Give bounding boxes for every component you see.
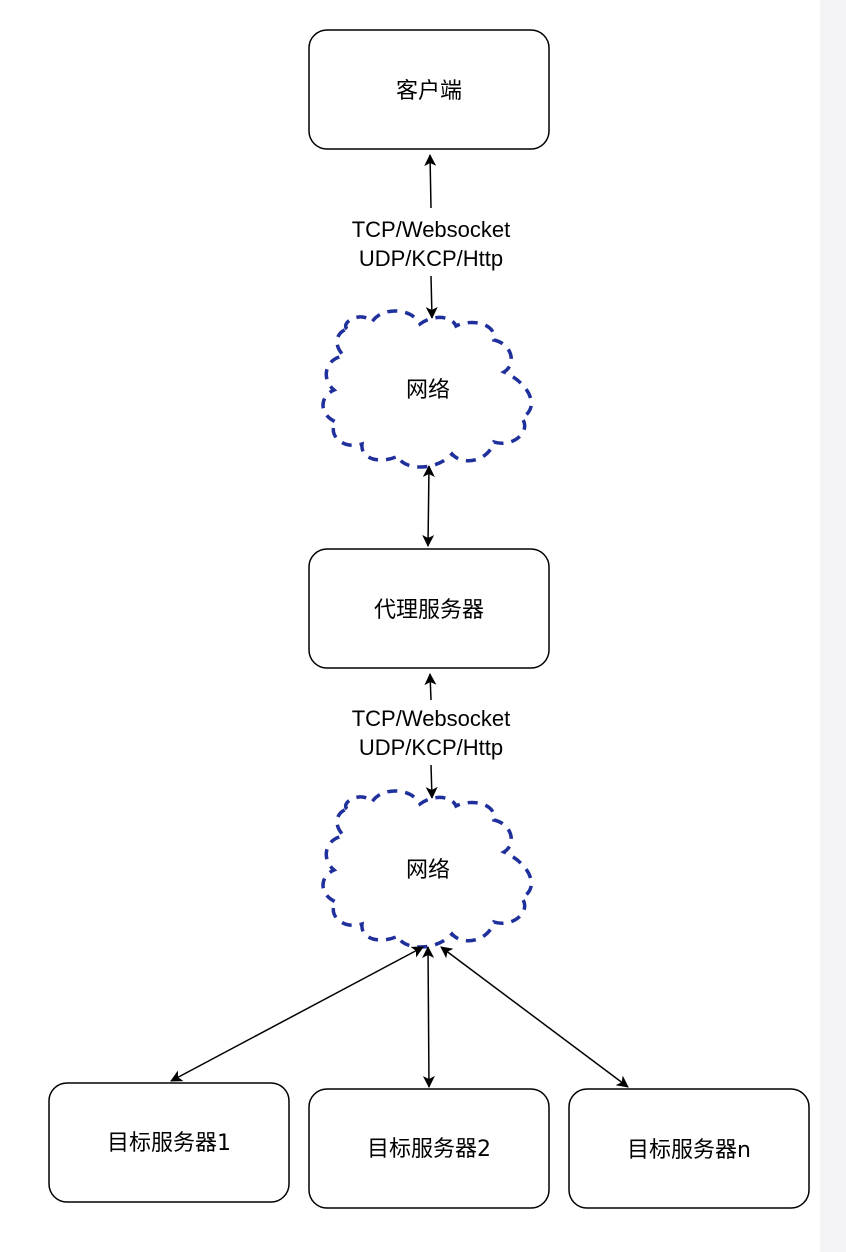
target-server-n-node: 目标服务器n (568, 1088, 810, 1209)
proxy-server-node: 代理服务器 (308, 548, 550, 669)
network-proxy-arrow (422, 465, 435, 547)
proxy-network-arrow-down (425, 764, 438, 799)
target-server-1-node: 目标服务器1 (48, 1082, 290, 1203)
client-node: 客户端 (308, 29, 550, 150)
network-target1-arrow (170, 946, 424, 1082)
client-label: 客户端 (396, 79, 462, 104)
proxy-server-label: 代理服务器 (374, 598, 484, 623)
target-server-1-label: 目标服务器1 (107, 1131, 231, 1156)
network-targetn-arrow (440, 946, 629, 1088)
client-network-protocol-line2: UDP/KCP/Http (359, 246, 503, 271)
network-target2-arrow (422, 946, 435, 1088)
client-network-arrow-up (424, 154, 437, 209)
network-bottom-label: 网络 (406, 858, 450, 883)
proxy-network-arrow-up (424, 673, 437, 701)
side-panel-strip (820, 0, 846, 1252)
target-server-2-label: 目标服务器2 (367, 1137, 491, 1162)
client-network-arrow-down (425, 275, 438, 319)
target-server-2-node: 目标服务器2 (308, 1088, 550, 1209)
network-top-label: 网络 (406, 378, 450, 403)
proxy-network-protocol-line1: TCP/Websocket (352, 706, 511, 731)
target-server-n-label: 目标服务器n (627, 1138, 751, 1163)
client-network-protocol-line1: TCP/Websocket (352, 217, 511, 242)
proxy-network-protocol-line2: UDP/KCP/Http (359, 735, 503, 760)
